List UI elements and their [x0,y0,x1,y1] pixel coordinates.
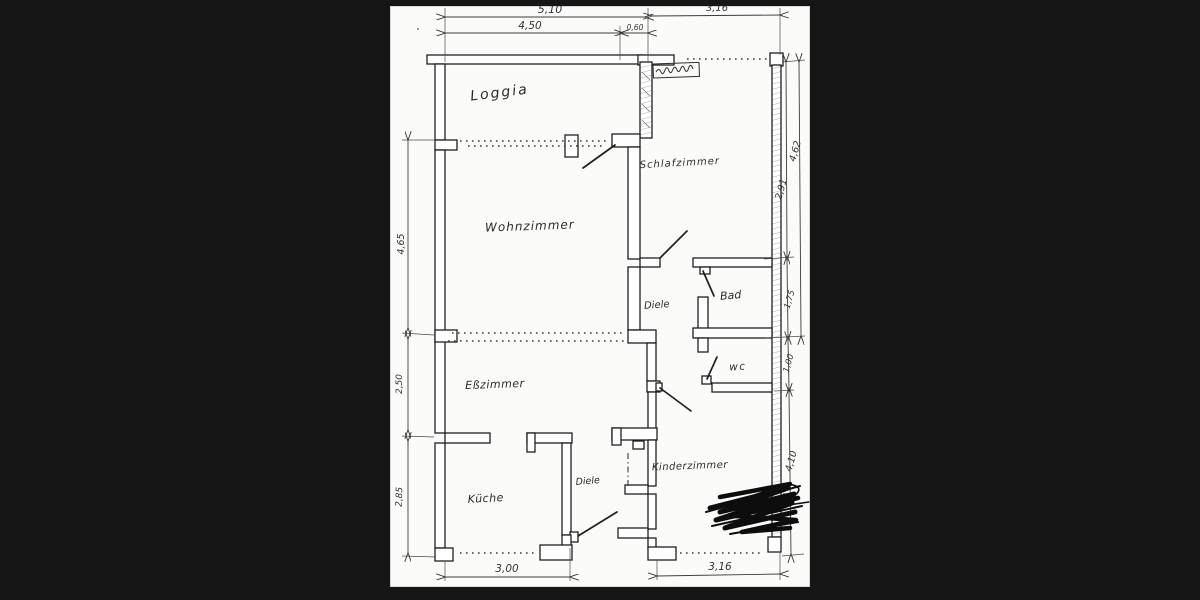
wall-segment [611,427,622,446]
wall-segment [769,52,784,67]
wall-segment [627,146,641,260]
blackout-scribble [705,481,810,535]
room-label-loggia: Loggia [469,82,529,105]
wall-segment [701,375,712,385]
scribble-stroke [783,483,800,497]
dim-top-sub-left: 4,50 [518,20,542,32]
wall-segment [617,527,649,539]
extension-line [781,553,805,557]
wall-segment [539,544,573,561]
door-swing-line [582,144,616,169]
dimension-line [799,62,801,336]
extension-line [401,555,437,558]
room-label-schlafzimmer: Schlafzimmer [639,156,720,171]
wall-segment [624,484,649,495]
dim-left-upper: 4,65 [396,233,407,254]
annotation-scribble [655,64,694,75]
dim-bottom-right: 3,16 [708,561,732,573]
wall-segment [647,391,657,431]
dim-left-middle: 2,50 [395,374,405,394]
scribble-stroke [705,485,803,535]
dimension-line [788,340,789,388]
dimension-line [787,260,788,336]
wall-segment [434,442,446,549]
door-swings [577,144,718,537]
sketch-marks [417,28,810,535]
room-label-kinderzimmer: Kinderzimmer [652,460,729,474]
dimension-labels: 5,10 3,16 4,50 0,60 4,65 2,50 2,85 3,00 … [395,6,804,575]
wall-segment [647,439,657,487]
wall-segment [627,329,657,344]
wall-segment [632,440,645,450]
wall-segment [526,432,536,453]
wall-segment [639,61,653,139]
wall-segment [426,54,643,65]
wall-segment [699,266,711,275]
door-swing-line [706,356,718,380]
wall-segment [611,133,641,148]
extension-line [401,435,435,438]
dim-bottom-left: 3,00 [495,563,519,575]
walls [426,52,784,562]
dim-top-overall-right: 3,16 [706,6,728,14]
wall-segment [697,296,709,330]
wall-segment [646,342,657,382]
wall-segment [444,432,491,444]
dim-right-inner-bottom: 4,10 [783,450,799,473]
wall-hatching [641,71,651,129]
room-label-diele-lower: Diele [575,475,600,488]
dimension-line [652,15,780,16]
room-label-bad: Bad [720,288,743,303]
dim-right-inner-mid: 1,75 [783,289,798,310]
wall-segment [647,493,657,530]
wall-segment [561,442,572,536]
dimension-line [786,62,787,256]
door-swing-line [577,511,618,537]
room-labels: Loggia Wohnzimmer Schlafzimmer Diele Bad… [465,82,747,506]
door-swing-line [659,230,688,259]
room-label-kueche: Küche [467,491,504,506]
wall-segment [434,547,454,562]
dim-top-sub-small: 0,60 [627,23,644,32]
wall-segment [434,329,458,343]
extension-line [781,59,806,63]
wall-segment [767,536,782,553]
dim-top-overall-left: 5,10 [538,6,563,16]
extension-line [401,332,435,336]
floor-plan-page: 5,10 3,16 4,50 0,60 4,65 2,50 2,85 3,00 … [390,6,810,587]
wall-segment [771,64,782,538]
dimension-line [657,574,780,576]
pen-speck [417,28,419,30]
dim-left-lower: 2,85 [395,486,406,507]
wall-segment [647,546,677,561]
wall-segment [434,139,458,151]
room-label-esszimmer: Eßzimmer [465,377,526,392]
wall-segment [697,337,709,353]
room-label-wc: wc [729,361,747,374]
wall-segment [434,149,446,434]
wall-segment [655,382,663,392]
wall-segment [637,54,675,66]
wall-segment [639,257,661,268]
annotation-box [652,61,700,79]
door-swing-line [659,387,692,412]
dim-right-outer: 4,62 [787,140,803,163]
scribble-tail-line [787,501,810,506]
door-swing-line [702,270,715,297]
room-label-diele-upper: Diele [644,299,670,312]
wall-segment [434,63,446,141]
room-label-wohnzimmer: Wohnzimmer [485,217,575,234]
wall-segment [692,327,773,339]
wall-segment [692,257,773,268]
dim-right-inner-small: 1,00 [782,353,797,374]
floor-plan-drawing: 5,10 3,16 4,50 0,60 4,65 2,50 2,85 3,00 … [395,6,810,581]
dimension-lines [401,8,806,581]
wall-segment [627,266,641,331]
window-and-opening-lines [448,58,768,554]
wall-segment [711,382,773,393]
